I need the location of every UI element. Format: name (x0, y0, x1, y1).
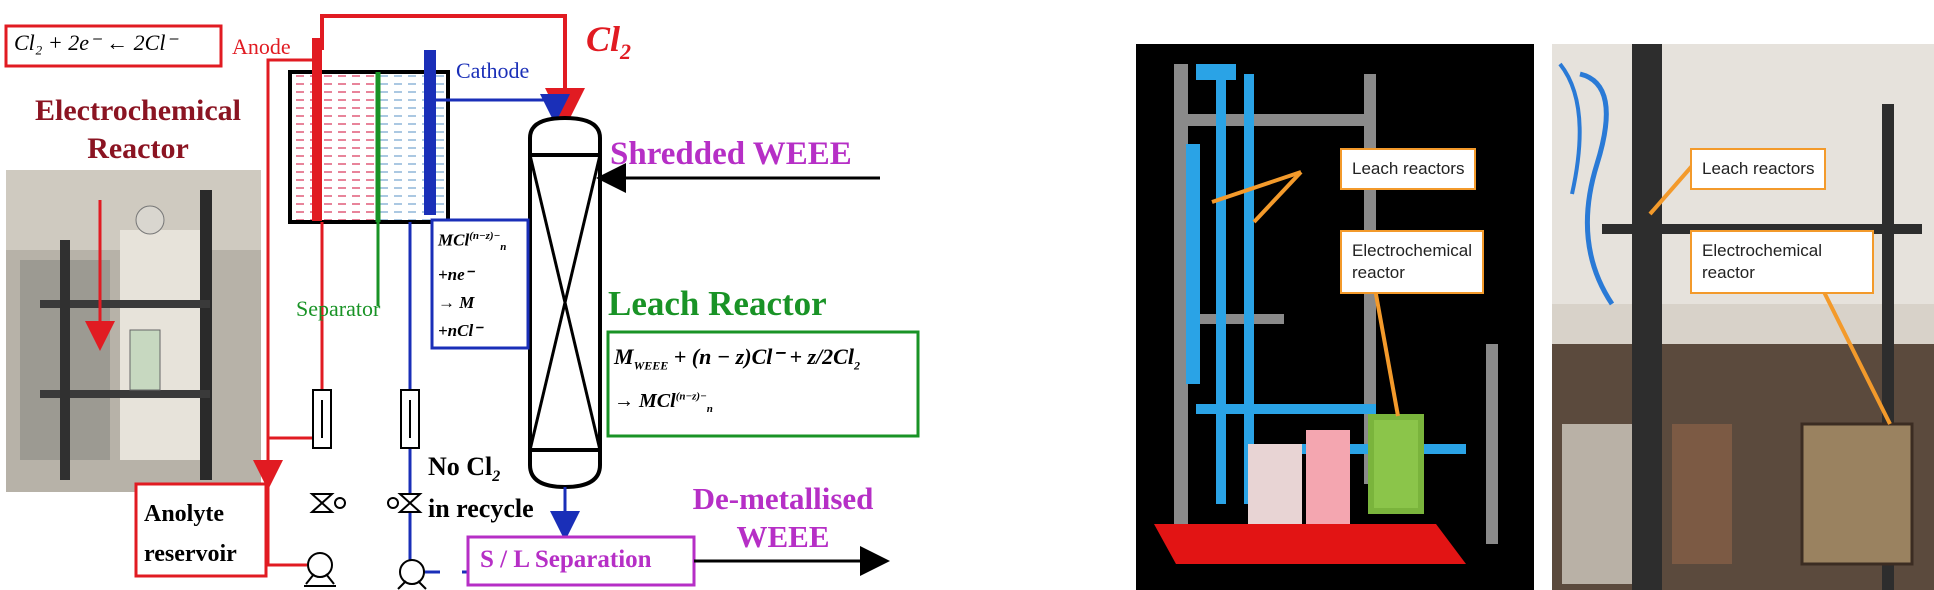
photo-electrochemical-reactor-callout: Electrochemical reactor (1690, 230, 1874, 294)
plant-3d-render (1136, 44, 1534, 590)
cl2-gas-line (320, 14, 585, 128)
anode-label: Anode (232, 34, 291, 59)
catholyte-flowmeter (400, 389, 420, 449)
render-electrochemical-reactor-callout: Electrochemical reactor (1340, 230, 1484, 294)
separator-label: Separator (296, 296, 381, 321)
anolyte-supply-line (253, 58, 312, 490)
catholyte-pump-icon (397, 559, 427, 590)
electrochemical-reactor-title: Electrochemical Reactor (34, 94, 242, 165)
anode-equation: Cl₂ + 2e⁻ ← 2Cl⁻ (14, 30, 178, 55)
cathode-electrode (424, 50, 436, 215)
demetallised-weee-label: De-metallised WEEE (692, 481, 874, 554)
sl-separation-box (466, 535, 696, 587)
photo-leach-reactors-callout: Leach reactors (1690, 148, 1827, 190)
no-cl2-label: No Cl2 (428, 452, 501, 486)
electrochemical-cell (288, 70, 450, 224)
sl-separation-label: S / L Separation (480, 546, 652, 573)
process-schematic (4, 14, 920, 590)
leach-equation-box (606, 330, 920, 438)
catholyte-valve-icon (387, 493, 423, 513)
anolyte-pump-icon (304, 552, 336, 587)
anolyte-flowmeter (312, 389, 332, 449)
anode-electrode (312, 38, 322, 221)
reactor-lab-photo (6, 170, 261, 492)
anolyte-valve-icon (309, 493, 346, 513)
in-recycle-label: in recycle (428, 494, 534, 523)
leach-equation-line-1: MWEEE + (n − z)Cl⁻ + z/2Cl2 (614, 344, 860, 373)
leach-equation-line-2: → MCl(n−z)−n (614, 390, 713, 415)
anolyte-reservoir-label: Anolyte reservoir (144, 501, 237, 567)
render-leach-reactors-callout: Leach reactors (1340, 148, 1477, 190)
cathode-equation: MCl(n−z)−n +ne⁻ → M +nCl⁻ (438, 230, 507, 341)
anode-equation-box (4, 24, 223, 68)
leach-reactor-title: Leach Reactor (608, 284, 827, 323)
cathode-label: Cathode (456, 58, 530, 83)
plant-photo (1552, 44, 1934, 590)
leach-reactor-vessel (528, 115, 602, 490)
anolyte-reservoir-box (134, 482, 268, 578)
shredded-weee-label: Shredded WEEE (610, 136, 852, 172)
cathode-equation-box (430, 218, 530, 350)
cl2-label: Cl2 (586, 19, 632, 65)
cathode-flow-line (436, 94, 570, 124)
